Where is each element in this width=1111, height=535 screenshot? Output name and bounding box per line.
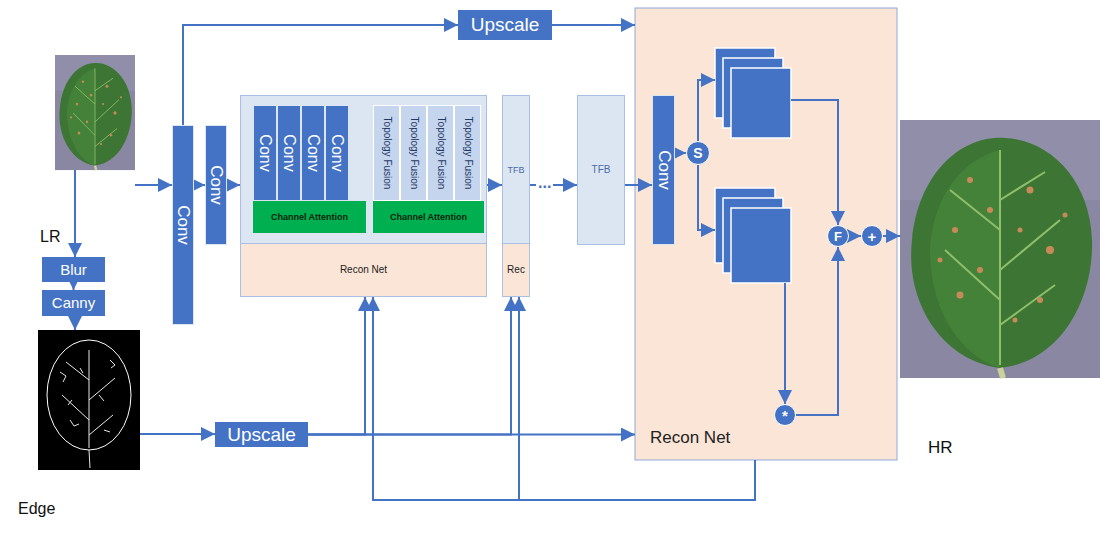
connector (625, 184, 652, 186)
box-label: Topology Fusion (381, 117, 392, 190)
connector (73, 282, 75, 290)
conv-layer: Conv (652, 95, 675, 245)
connector (796, 247, 838, 415)
connector (373, 297, 755, 500)
tfb-body: TFB (503, 96, 529, 244)
operator-label: * (782, 408, 788, 423)
box-label: Topology Fusion (435, 117, 446, 190)
process-box: Blur (42, 257, 105, 282)
connector (308, 297, 365, 435)
conv-layer: Conv (325, 105, 349, 201)
connector (519, 297, 755, 500)
image-label: Edge (18, 500, 55, 518)
attention-bar: Channel Attention (373, 201, 484, 233)
operator-label: F (834, 230, 842, 243)
image-label: LR (40, 228, 60, 246)
box-label: Canny (52, 294, 95, 311)
connector (552, 24, 635, 26)
box-label: Upscale (227, 424, 296, 446)
box-label: Conv (328, 134, 346, 171)
tfb-label: TFB (592, 164, 611, 176)
band-label: Recon Net (340, 264, 387, 276)
lr-image (55, 55, 135, 170)
process-box: Canny (42, 290, 105, 316)
box-label: Conv (280, 134, 298, 171)
attention-bar: Channel Attention (253, 201, 366, 233)
operator-label: S (693, 146, 702, 160)
fusion-layer: Topology Fusion (427, 105, 454, 201)
box-label: Topology Fusion (408, 117, 419, 190)
box-label: Conv (174, 205, 193, 245)
connector (849, 235, 861, 237)
box-label: Channel Attention (390, 212, 467, 222)
flow-line (75, 80, 900, 434)
upscale-box: Upscale (458, 10, 552, 40)
operator-label: + (868, 229, 877, 244)
operator-circle: S (686, 141, 710, 165)
box-label: Conv (256, 134, 274, 171)
box-label: Channel Attention (271, 212, 348, 222)
connector (194, 184, 205, 186)
box-label: Conv (207, 165, 226, 205)
connector (227, 184, 240, 186)
tfb-block: TFB Rec (502, 95, 530, 297)
fusion-layer: Topology Fusion (400, 105, 427, 201)
fusion-layer: Topology Fusion (454, 105, 481, 201)
box-label: Upscale (471, 14, 540, 36)
recon-net-panel: Recon Net Conv S F + * (635, 8, 897, 460)
hr-image (900, 120, 1100, 378)
recon-band: Rec (503, 243, 529, 296)
operator-circle: + (861, 225, 883, 247)
upscale-box: Upscale (215, 422, 308, 447)
tfb-block: TFB (577, 95, 625, 245)
feature-map-stack (715, 48, 791, 138)
ellipsis: ... (536, 174, 553, 192)
conv-layer: Conv (205, 125, 227, 245)
box-label: Topology Fusion (462, 117, 473, 190)
image-label: HR (928, 438, 953, 458)
box-label: Conv (304, 134, 322, 171)
connector (675, 152, 686, 154)
connector (308, 297, 511, 435)
fusion-layer: Topology Fusion (373, 105, 400, 201)
tfb-label: TFB (508, 165, 525, 175)
operator-circle: * (774, 404, 796, 426)
box-label: Blur (60, 261, 87, 278)
conv-layer: Conv (172, 125, 194, 325)
connector (487, 184, 502, 186)
recon-block: Recon Net Conv Conv Conv ConvChannel Attenti… (240, 95, 487, 297)
edge-image (38, 330, 140, 470)
conv-layer: Conv (253, 105, 277, 201)
band-label: Rec (507, 264, 525, 276)
feature-map-stack (715, 188, 791, 283)
conv-layer: Conv (277, 105, 301, 201)
recon-net-panel (635, 8, 897, 460)
operator-circle: F (827, 225, 849, 247)
panel-title: Recon Net (650, 428, 730, 448)
conv-layer: Conv (301, 105, 325, 201)
box-label: Conv (654, 150, 673, 190)
recon-band: Recon Net (241, 243, 486, 296)
